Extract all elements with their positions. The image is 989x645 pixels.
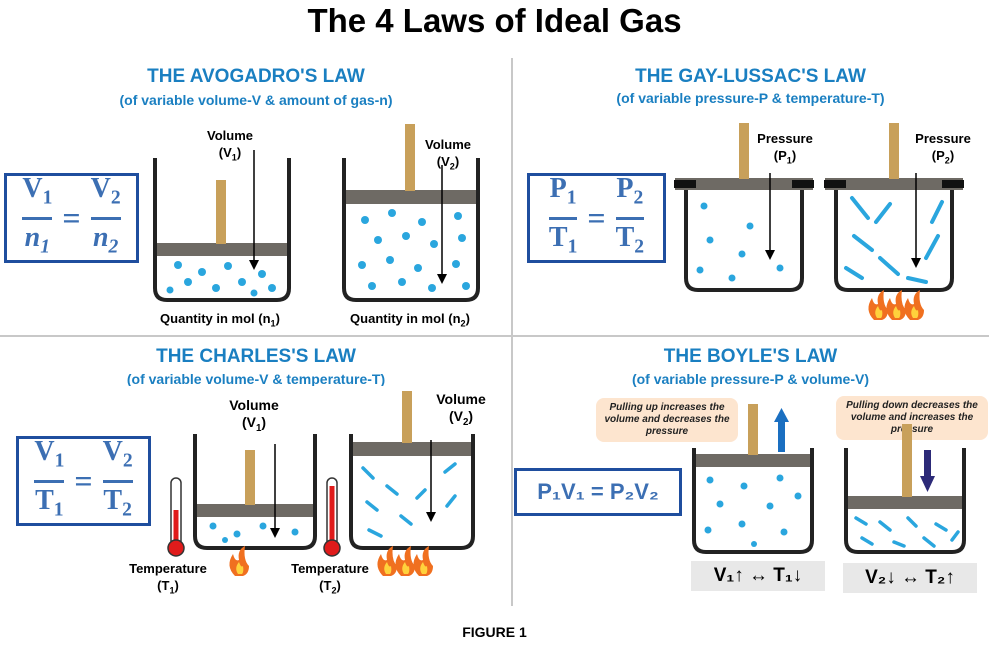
avogadro-containers [153, 124, 480, 302]
avogadro-quantity1-label: Quantity in mol (n1) [160, 311, 280, 329]
charles-flame1 [229, 546, 249, 576]
charles-temperature1-label: Temperature(T1) [129, 561, 207, 596]
horizontal-divider [0, 335, 989, 337]
charles-containers [167, 391, 475, 576]
gaylussac-pressure2-label: Pressure(P2) [915, 131, 971, 166]
boyle-result-2: V₂↓ ↔ T₂↑ [843, 563, 977, 593]
avogadro-quantity2-label: Quantity in mol (n2) [350, 311, 470, 329]
charles-temperature2-label: Temperature(T2) [291, 561, 369, 596]
charles-volume2-label: Volume(V2) [436, 391, 486, 428]
gaylussac-pressure1-label: Pressure(P1) [757, 131, 813, 166]
vertical-divider [511, 58, 513, 606]
gaylussac-flames [868, 290, 924, 320]
arrow-down-icon [920, 450, 935, 492]
gaylussac-containers [674, 123, 964, 320]
boyle-formula: P₁V₁ = P₂V₂ [514, 468, 682, 516]
boyle-subtitle: (of variable pressure-P & volume-V) [631, 371, 870, 387]
gaylussac-subtitle: (of variable pressure-P & temperature-T) [616, 90, 885, 106]
charles-title: THE CHARLES'S LAW [156, 346, 356, 367]
boyle-result-1: V₁↑ ↔ T₁↓ [691, 561, 825, 591]
avogadro-volume1-label: Volume(V1) [207, 128, 253, 163]
boyle-title: THE BOYLE'S LAW [663, 346, 838, 367]
thermometer-icon [323, 477, 341, 557]
thermometer-icon [167, 477, 185, 557]
avogadro-subtitle: (of variable volume-V & amount of gas-n) [119, 92, 393, 108]
charles-volume1-label: Volume(V1) [229, 397, 279, 434]
page-title: The 4 Laws of Ideal Gas [307, 2, 682, 39]
arrow-up-icon [774, 408, 789, 452]
boyle-note-pull-up: Pulling up increases the volume and decr… [596, 398, 738, 442]
avogadro-volume2-label: Volume(V2) [425, 137, 471, 172]
gaylussac-title: THE GAY-LUSSAC'S LAW [635, 66, 866, 87]
boyle-containers [692, 404, 966, 554]
charles-subtitle: (of variable volume-V & temperature-T) [126, 371, 386, 386]
charles-flames2 [377, 546, 433, 576]
figure-caption: FIGURE 1 [462, 624, 527, 640]
avogadro-title: THE AVOGADRO'S LAW [147, 66, 365, 87]
